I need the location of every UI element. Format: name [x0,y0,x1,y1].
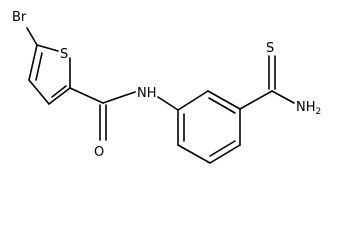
bond-c5-c4 [28,44,38,81]
atom-label-br: Br [12,10,27,25]
bond-b5-b6 [177,144,211,164]
bond-c5-c4-double [35,52,43,81]
bond-c4-c3 [28,79,50,105]
bond-thiocarbon-n [271,90,295,104]
benzene-ring [177,90,241,164]
atom-label-nh: NH [137,86,157,101]
atom-label-nh2-base: NH [296,100,316,115]
thioamide-group [239,55,295,110]
thiophene-ring [26,27,71,105]
atom-label-s-thio: S [266,41,274,56]
atom-label-nh2-subscript: 2 [316,107,322,117]
bond-n-phenyl [157,96,179,111]
atom-label-nh2: NH2 [296,100,321,117]
bond-c5-s [36,44,59,52]
bond-c3-c2-double [51,85,67,98]
bond-b2-b3 [207,90,241,110]
atom-label-o: O [94,145,104,160]
molecule-structure: Br S O NH S NH2 [12,10,321,164]
amide-group [69,87,179,141]
bond-carbonyl-n [102,91,136,104]
bond-b1-b2 [177,90,209,111]
bond-c3-c2 [48,87,71,105]
bond-b2-b3-double [208,97,236,114]
bond-br-c5 [26,27,38,46]
molecule-diagram: Br S O NH S NH2 [12,10,321,164]
bond-c2-carbonyl [69,87,104,104]
bond-b4-b5-double [209,140,236,157]
bond-b4-b5 [209,144,241,164]
bond-b3-thiocarbon [239,90,273,110]
atom-label-s-ring: S [60,47,68,62]
